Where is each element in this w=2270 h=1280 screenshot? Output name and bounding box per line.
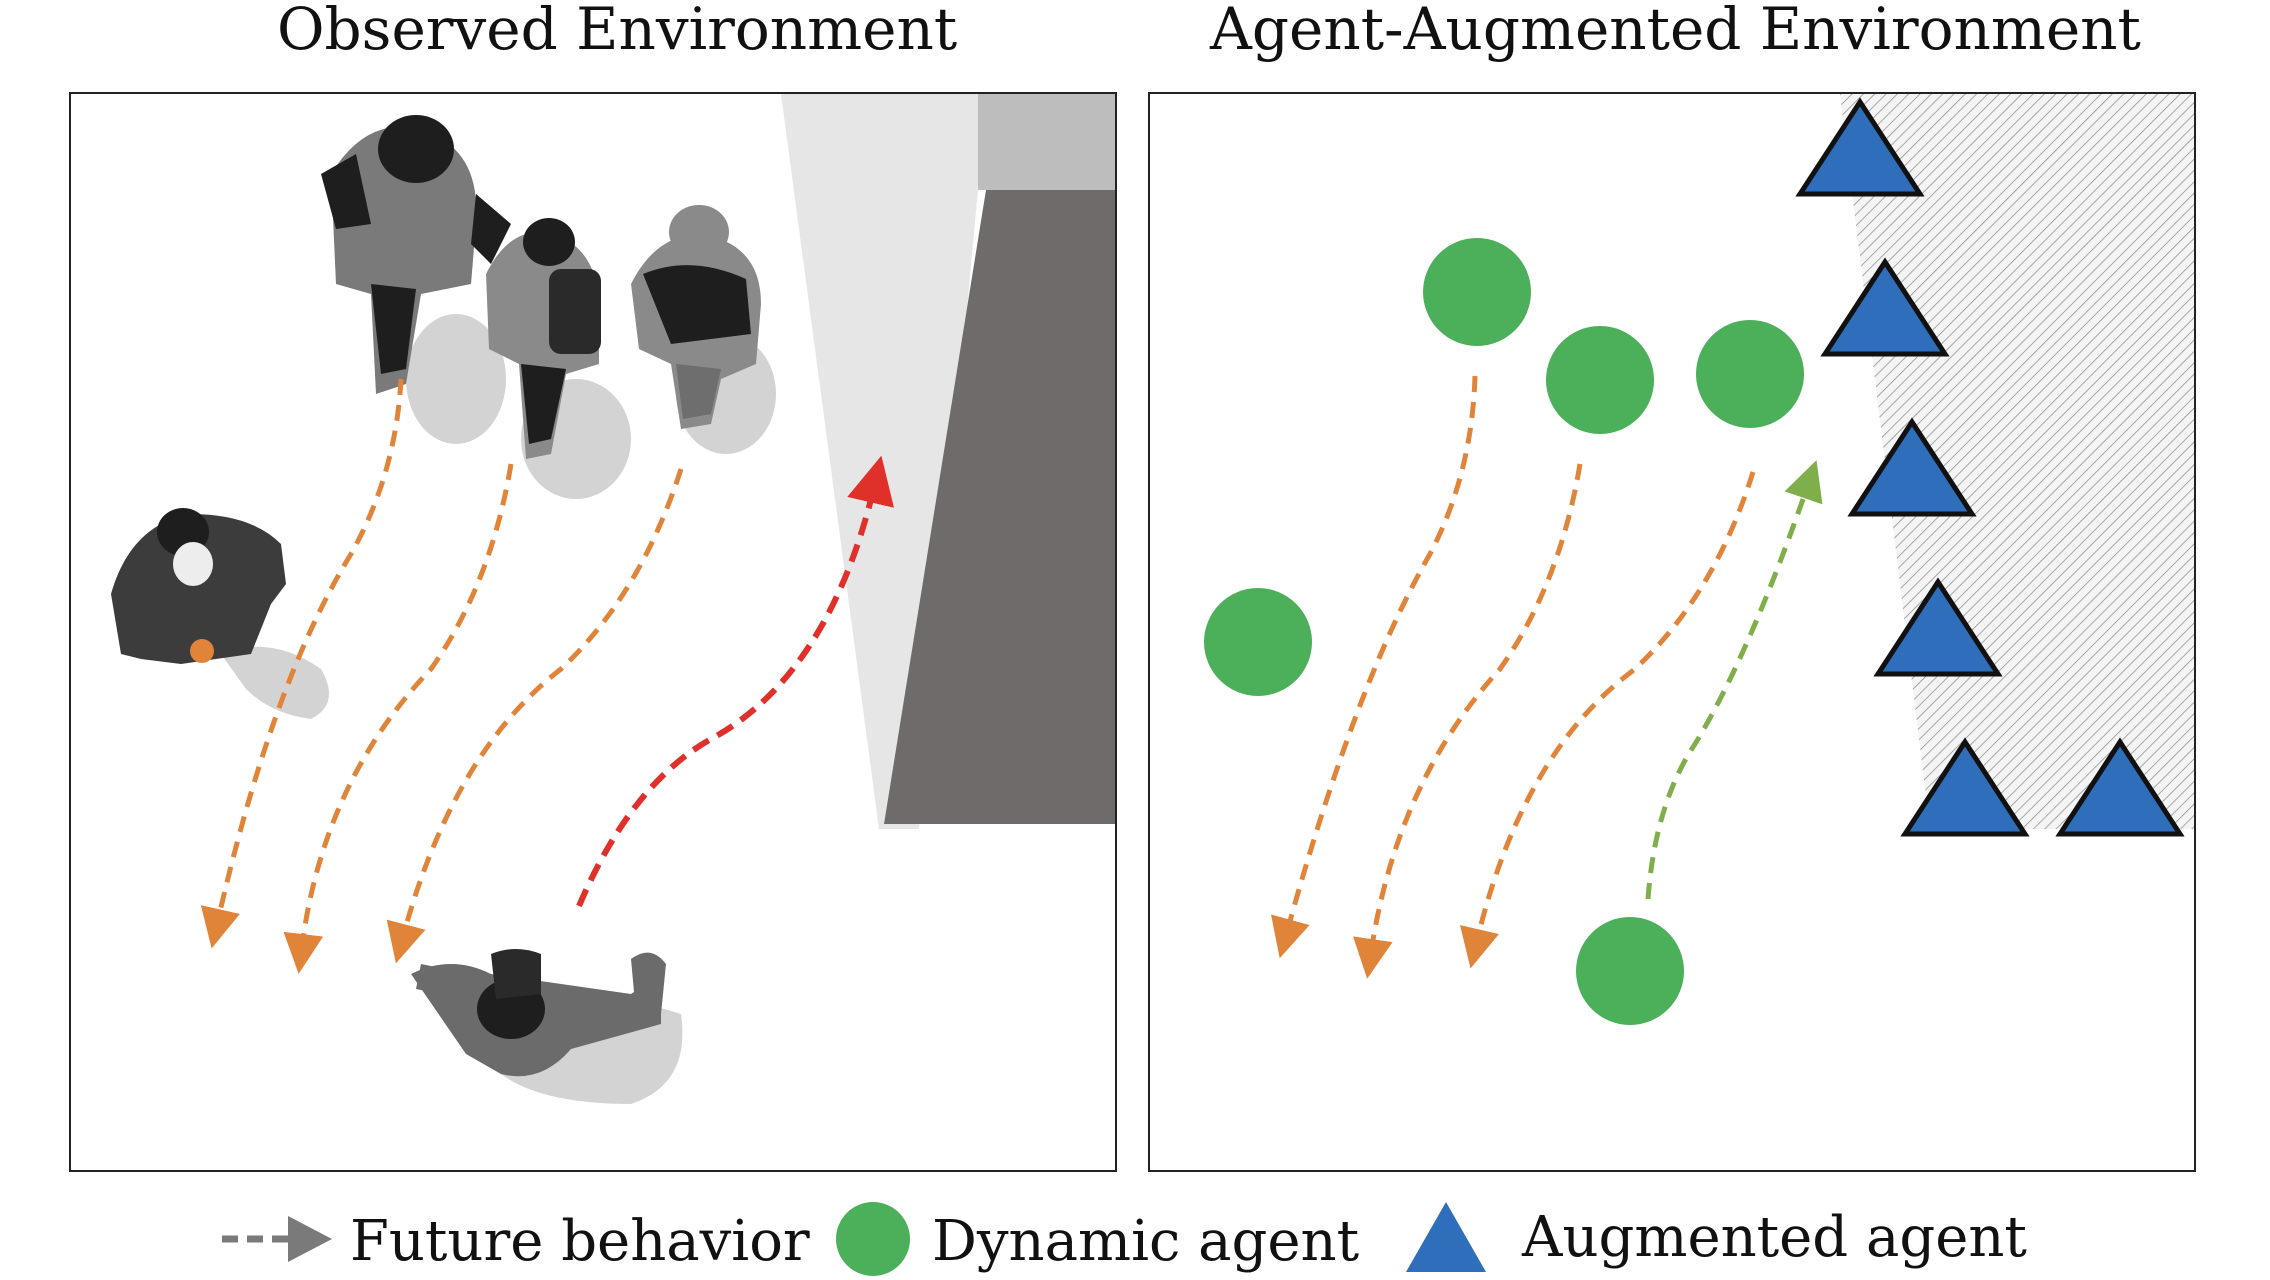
green-path xyxy=(1645,460,1823,900)
dynamic-agent xyxy=(1696,320,1804,428)
future-paths-augmented xyxy=(1271,375,1823,979)
augmented-agents xyxy=(1795,97,2185,837)
orange-path-1 xyxy=(200,378,404,949)
building-wall xyxy=(781,94,1115,829)
legend-dynamic-agent-label: Dynamic agent xyxy=(932,1209,1360,1274)
pedestrian-2 xyxy=(486,218,631,499)
pedestrian-5 xyxy=(411,949,683,1104)
pedestrian-1 xyxy=(321,115,511,444)
augmented-agent xyxy=(1847,417,1977,517)
orange-path-3 xyxy=(1460,471,1756,969)
dynamic-agent xyxy=(1423,238,1531,346)
orange-path-2 xyxy=(283,463,514,974)
augmented-agent xyxy=(1795,97,1925,197)
augmented-agent xyxy=(1820,257,1950,357)
dynamic-agent xyxy=(1576,917,1684,1025)
pedestrian-4 xyxy=(111,508,329,719)
dynamic-agent xyxy=(1204,588,1312,696)
legend-augmented-agent-label: Augmented agent xyxy=(1522,1205,2027,1270)
agent-augmented-environment-panel xyxy=(1148,92,2196,1172)
orange-path-1 xyxy=(1271,375,1478,959)
pedestrian-3 xyxy=(631,205,776,454)
future-paths-observed xyxy=(200,378,894,974)
legend-future-behavior-arrow-icon xyxy=(222,1216,332,1262)
legend-future-behavior-label: Future behavior xyxy=(350,1209,810,1274)
legend-augmented-agent-icon xyxy=(1406,1202,1486,1272)
dynamic-agent xyxy=(1546,326,1654,434)
augmented-agent xyxy=(1873,577,2003,677)
orange-path-2 xyxy=(1353,463,1583,979)
agent-augmented-environment-title: Agent-Augmented Environment xyxy=(1210,0,2141,63)
orange-path-3 xyxy=(386,468,684,964)
augmented-agent xyxy=(1900,737,2030,837)
red-path xyxy=(576,455,894,908)
observed-environment-panel xyxy=(69,92,1117,1172)
observed-environment-title: Observed Environment xyxy=(277,0,958,63)
dynamic-agents xyxy=(1204,238,1804,1025)
legend-dynamic-agent-icon xyxy=(836,1202,910,1276)
augmented-agent xyxy=(2055,737,2185,837)
